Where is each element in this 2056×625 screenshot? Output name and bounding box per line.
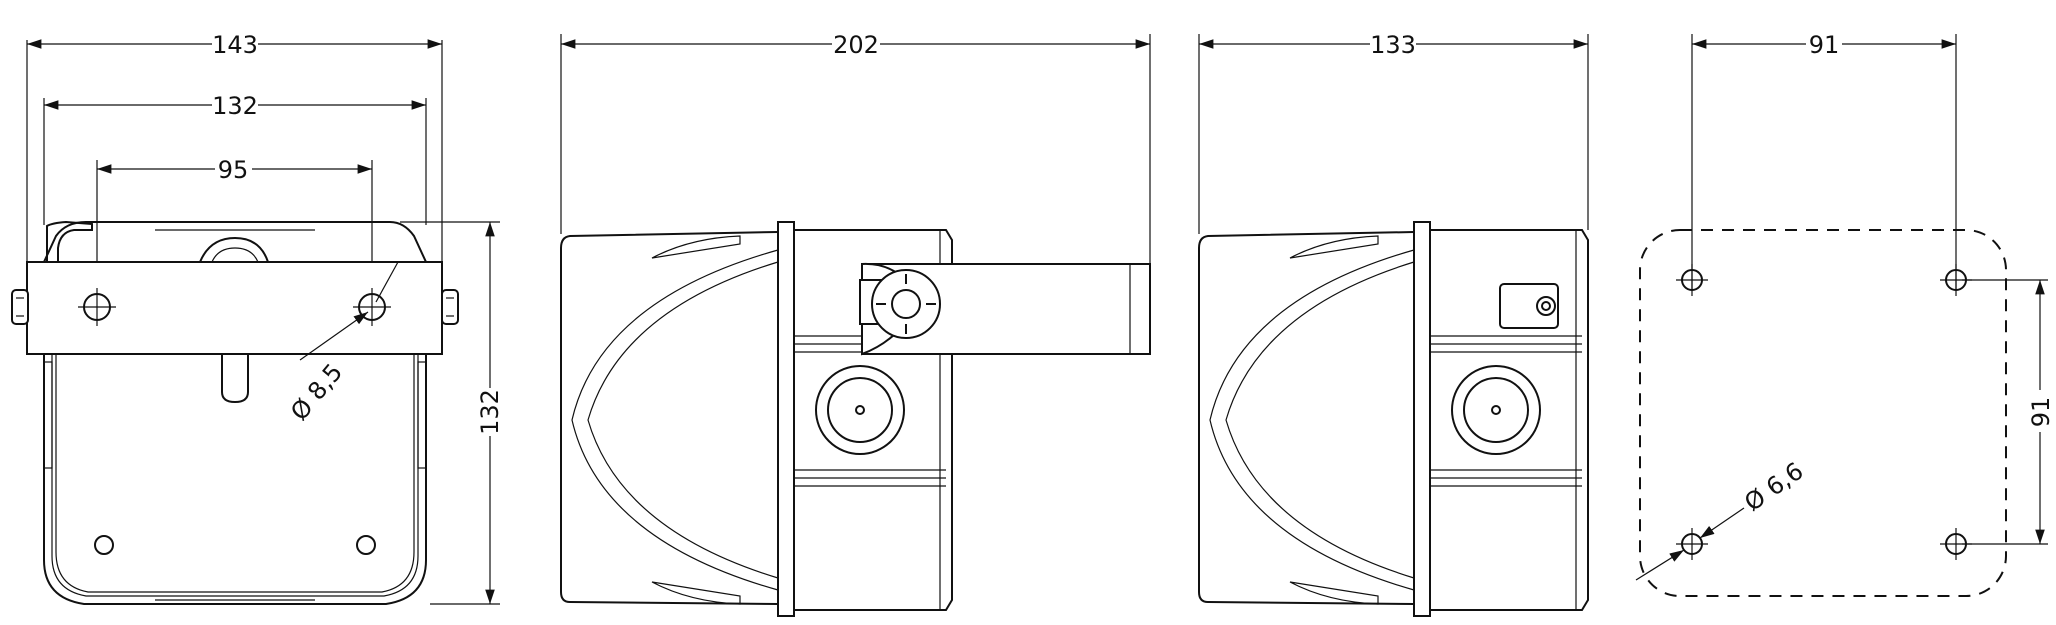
mounting-hole-bottom-left [1676, 528, 1708, 560]
mounting-template-view: 91 91 Ø 6,6 [1635, 31, 2055, 597]
dimension-front-body-width: 132 [44, 92, 426, 120]
front-view: 143 132 95 [11, 31, 504, 605]
dim-label-91-vertical: 91 [2027, 397, 2055, 428]
side-view-with-bracket: 202 [560, 31, 1151, 617]
dim-label-202: 202 [833, 31, 879, 59]
mounting-hole-top-left [1676, 264, 1708, 296]
side-view: 133 [1198, 31, 1589, 617]
dimension-mounting-horizontal: 91 [1692, 31, 1956, 59]
dim-label-143: 143 [212, 31, 258, 59]
dim-label-132-width: 132 [212, 92, 258, 120]
dimension-side-overall-depth: 202 [561, 31, 1150, 59]
dim-label-133: 133 [1370, 31, 1416, 59]
dim-label-91-horizontal: 91 [1809, 31, 1840, 59]
dimension-front-height: 132 [400, 221, 504, 605]
dim-label-95: 95 [218, 156, 249, 184]
dimension-mounting-vertical: 91 [2027, 280, 2055, 544]
dim-label-hole-diameter-front: Ø 8,5 [285, 358, 348, 426]
dim-label-hole-diameter-mounting: Ø 6,6 [1739, 457, 1808, 517]
dimension-front-overall-width: 143 [27, 31, 442, 59]
dimension-front-hole-spacing: 95 [97, 156, 372, 184]
dimension-side-depth: 133 [1199, 31, 1588, 59]
dim-label-132-height: 132 [476, 389, 504, 435]
